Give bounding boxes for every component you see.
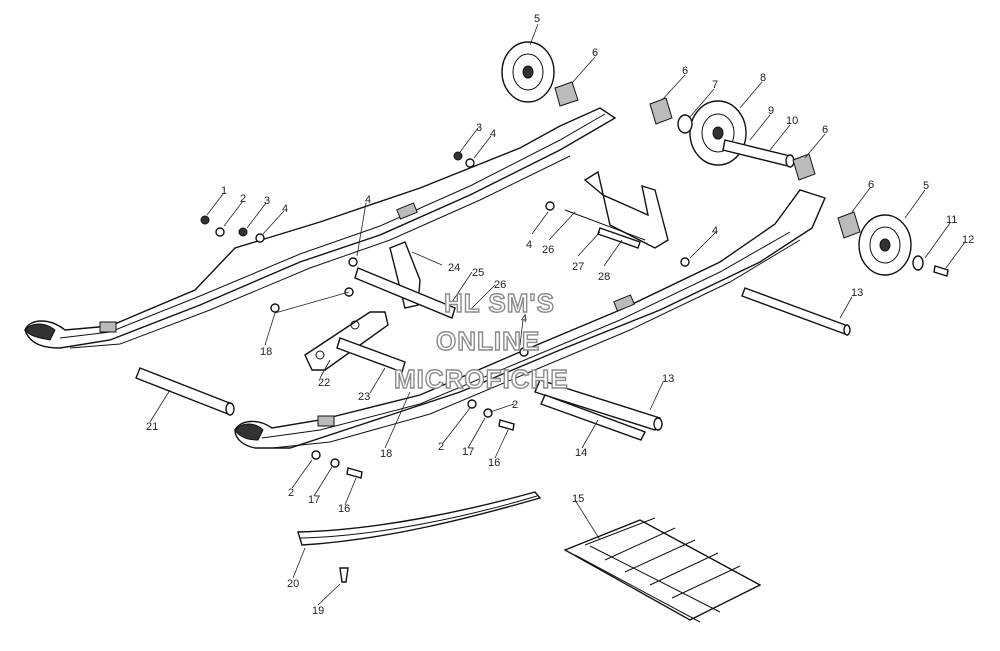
callout-2: 2	[512, 399, 518, 411]
spacer-6-a	[554, 81, 579, 107]
watermark-line-2: ONLINE	[436, 326, 540, 356]
callout-27: 27	[572, 261, 584, 273]
pivot-shaft-23	[336, 337, 406, 373]
idler-wheel-5-upper	[501, 41, 555, 103]
callout-4: 4	[526, 239, 532, 251]
rear-arm-27	[564, 170, 669, 249]
callout-28: 28	[598, 271, 610, 283]
hardware	[200, 151, 690, 479]
callout-5: 5	[923, 180, 929, 192]
callout-25: 25	[472, 267, 484, 279]
callout-6: 6	[592, 47, 598, 59]
callout-2: 2	[240, 193, 246, 205]
callout-4: 4	[521, 313, 527, 325]
callout-2: 2	[438, 441, 444, 453]
callout-4: 4	[365, 194, 371, 206]
washer-11	[912, 255, 924, 271]
callout-3: 3	[264, 195, 270, 207]
callout-numbers: 5 6 6 7 8 9 10 6 6 5 11 12 3 4 1 2 3 4 4…	[146, 13, 974, 617]
callout-18: 18	[260, 346, 272, 358]
upper-slide-rail	[24, 107, 617, 349]
idler-wheel-8	[689, 100, 747, 166]
callout-26: 26	[542, 244, 554, 256]
callout-5: 5	[534, 13, 540, 25]
screw-19	[339, 567, 349, 583]
callout-18: 18	[380, 448, 392, 460]
cross-shaft-13-14	[534, 379, 663, 431]
callout-6: 6	[868, 179, 874, 191]
leader-lines	[149, 23, 966, 606]
callout-11: 11	[946, 214, 957, 226]
callout-6: 6	[822, 124, 828, 136]
callout-16: 16	[488, 457, 500, 469]
spacer-6-d	[837, 211, 861, 239]
callout-4: 4	[282, 203, 288, 215]
callout-9: 9	[768, 105, 774, 117]
callout-15: 15	[572, 493, 584, 505]
callout-14: 14	[575, 447, 587, 459]
callout-22: 22	[318, 377, 330, 389]
callout-13: 13	[851, 287, 863, 299]
callout-1: 1	[221, 185, 227, 197]
callout-19: 19	[312, 605, 324, 617]
washer-7	[677, 114, 693, 134]
callout-6: 6	[682, 65, 688, 77]
callout-21: 21	[146, 421, 158, 433]
callout-13: 13	[662, 373, 674, 385]
hyfax-slide-20	[297, 491, 542, 546]
callout-23: 23	[358, 391, 370, 403]
callout-7: 7	[712, 79, 718, 91]
watermark-line-1: HL SM'S	[444, 288, 555, 318]
callout-12: 12	[962, 234, 974, 246]
spacer-6-b	[649, 97, 673, 125]
callout-17: 17	[462, 446, 474, 458]
callout-24: 24	[448, 262, 460, 274]
callout-4: 4	[490, 128, 496, 140]
watermark-line-3: MICROFICHE	[394, 364, 569, 394]
callout-10: 10	[786, 115, 798, 127]
shaft-28	[597, 227, 641, 249]
watermark: HL SM'S ONLINE MICROFICHE	[393, 287, 569, 394]
callout-26: 26	[494, 279, 506, 291]
callout-3: 3	[476, 122, 482, 134]
callout-2: 2	[288, 487, 294, 499]
shaft-25	[354, 267, 456, 319]
callout-16: 16	[338, 503, 350, 515]
callout-8: 8	[760, 72, 766, 84]
bolt-12	[933, 265, 949, 277]
lower-slide-rail	[234, 189, 826, 449]
callout-20: 20	[287, 578, 299, 590]
callout-17: 17	[308, 494, 320, 506]
spacer-6-c	[792, 153, 816, 181]
callout-4: 4	[712, 225, 718, 237]
cross-shaft-21	[135, 367, 235, 416]
cross-shaft-13-upper	[741, 287, 851, 336]
track-15	[563, 517, 762, 623]
cross-shaft-14	[540, 394, 646, 441]
idler-wheel-5-lower	[858, 214, 912, 276]
